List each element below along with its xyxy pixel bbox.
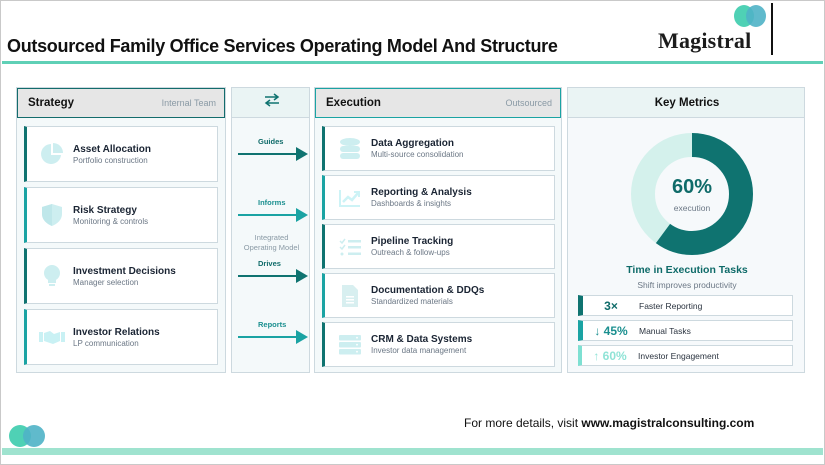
page-title: Outsourced Family Office Services Operat… [7,36,558,56]
metrics-panel: Key Metrics 60% execution Time in Execut… [567,87,805,373]
logo-circle-right-icon [746,5,766,27]
execution-card-crm-data-systems[interactable]: CRM & Data Systems Investor data managem… [322,322,555,367]
arrow-informs: Informs [238,198,308,224]
stat-label: Manual Tasks [639,325,691,336]
card-subtitle: Manager selection [73,277,139,287]
strategy-card-asset-allocation[interactable]: Asset Allocation Portfolio construction [24,126,218,182]
execution-card-documentation-ddqs[interactable]: Documentation & DDQs Standardized materi… [322,273,555,318]
card-title: Investment Decisions [73,265,176,277]
execution-card-data-aggregation[interactable]: Data Aggregation Multi-source consolidat… [322,126,555,171]
card-title: CRM & Data Systems [371,334,473,345]
stat-investor-engagement: ↑ 60% Investor Engagement [578,345,793,366]
card-subtitle: Multi-source consolidation [371,150,464,159]
arrow-right-icon [296,269,308,283]
integrated-model-note: Integrated Operating Model [243,233,300,252]
metrics-title: Key Metrics [654,96,720,109]
card-title: Data Aggregation [371,138,454,149]
card-subtitle: Investor data management [371,346,467,355]
strategy-header: Strategy Internal Team [17,88,225,118]
trend-chart-icon [337,185,363,211]
server-icon [337,332,363,358]
strategy-card-risk-strategy[interactable]: Risk Strategy Monitoring & controls [24,187,218,243]
arrow-label: Reports [258,320,287,329]
connector-panel: Guides Informs Integrated Operating Mode… [231,87,310,373]
strategy-title: Strategy [28,97,75,109]
lightbulb-icon [39,263,65,289]
footer-logo [9,425,49,447]
arrow-label: Guides [258,137,284,146]
exchange-arrows-icon [264,93,280,112]
strategy-panel: Strategy Internal Team Asset Allocation … [16,87,226,373]
stat-manual-tasks: ↓ 45% Manual Tasks [578,320,793,341]
card-subtitle: Dashboards & insights [371,199,452,208]
stat-value: 3× [604,298,618,313]
logo-wordmark: Magistral [658,28,752,53]
execution-tag: Outsourced [505,98,552,108]
connector-header [232,88,309,118]
stat-label: Faster Reporting [639,300,703,311]
strategy-card-investment-decisions[interactable]: Investment Decisions Manager selection [24,248,218,304]
arrow-drives: Drives [238,259,308,285]
stat-value: ↑ 60% [593,348,627,363]
execution-card-reporting-analysis[interactable]: Reporting & Analysis Dashboards & insigh… [322,175,555,220]
logo-bar [771,3,773,55]
metrics-caption-subtitle: Shift improves productivity [637,280,737,290]
card-title: Risk Strategy [73,204,137,216]
strategy-tag: Internal Team [161,98,216,108]
arrow-reports: Reports [238,320,308,346]
card-title: Documentation & DDQs [371,285,485,296]
arrow-label: Informs [258,198,286,207]
card-subtitle: Outreach & follow-ups [371,248,450,257]
card-subtitle: Monitoring & controls [73,216,149,226]
stat-value: ↓ 45% [594,323,628,338]
footer-link[interactable]: www.magistralconsulting.com [581,416,755,430]
stat-faster-reporting: 3× Faster Reporting [578,295,793,316]
execution-header: Execution Outsourced [315,88,561,118]
document-icon [337,283,363,309]
arrow-guides: Guides [238,137,308,163]
arrow-right-icon [296,147,308,161]
donut-sublabel: execution [673,202,711,213]
arrow-right-icon [296,330,308,344]
pie-chart-icon [39,141,65,167]
card-title: Reporting & Analysis [371,187,472,198]
checklist-icon [337,234,363,260]
arrow-label: Drives [258,259,281,268]
footer-divider [2,448,823,455]
arrow-right-icon [296,208,308,222]
stat-label: Investor Engagement [638,350,719,361]
title-divider [2,61,823,64]
shield-icon [39,202,65,228]
magistral-logo: Magistral [655,3,775,55]
database-icon [337,136,363,162]
donut-percent: 60% [671,175,713,198]
metrics-caption-title: Time in Execution Tasks [626,264,748,276]
footer-text: For more details, visit www.magistralcon… [464,416,755,430]
execution-card-pipeline-tracking[interactable]: Pipeline Tracking Outreach & follow-ups [322,224,555,269]
card-title: Pipeline Tracking [371,236,454,247]
metrics-header: Key Metrics [568,88,804,118]
handshake-icon [39,324,65,350]
card-title: Investor Relations [73,326,160,338]
card-subtitle: LP communication [73,338,139,348]
logo-circle-right-icon [23,425,45,447]
card-title: Asset Allocation [73,143,151,155]
card-subtitle: Standardized materials [371,297,453,306]
card-subtitle: Portfolio construction [73,155,148,165]
execution-panel: Execution Outsourced Data Aggregation Mu… [314,87,562,373]
execution-donut-chart: 60% execution [630,132,754,256]
strategy-card-investor-relations[interactable]: Investor Relations LP communication [24,309,218,365]
execution-title: Execution [326,97,381,109]
